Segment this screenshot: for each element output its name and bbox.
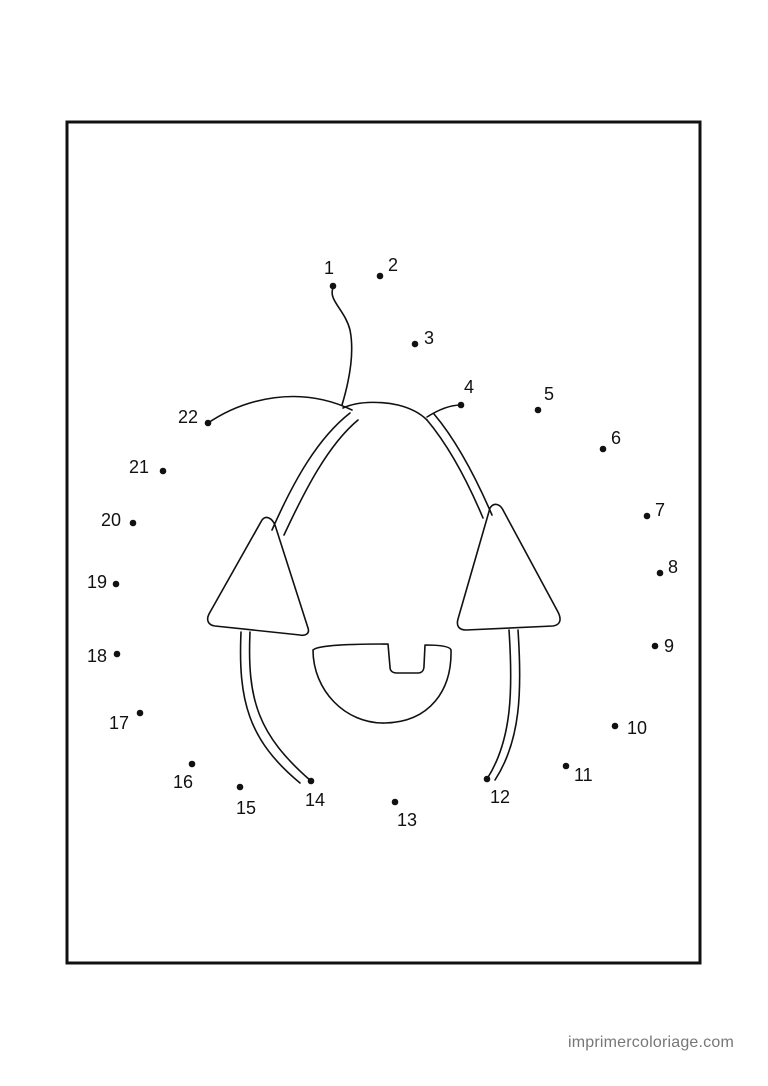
dot-label-16: 16 [173, 772, 193, 792]
antenna-right [426, 404, 462, 418]
left-leg-outer [239, 631, 301, 784]
dot-label-19: 19 [87, 572, 107, 592]
left-leg-inner [248, 631, 312, 782]
dot-11 [562, 762, 570, 770]
left-arm-outer [271, 412, 351, 531]
dot-label-6: 6 [611, 428, 621, 448]
dot-label-9: 9 [664, 636, 674, 656]
mouth [312, 643, 452, 724]
dot-15 [236, 783, 244, 791]
dot-label-21: 21 [129, 457, 149, 477]
dot-9 [651, 642, 659, 650]
dot-label-15: 15 [236, 798, 256, 818]
dot-21 [159, 467, 167, 475]
head-curve [207, 395, 353, 424]
dot-5 [534, 406, 542, 414]
dot-label-18: 18 [87, 646, 107, 666]
dot-13 [391, 798, 399, 806]
dot-18 [113, 650, 121, 658]
dot-label-1: 1 [324, 258, 334, 278]
dot-4 [457, 401, 465, 409]
dot-3 [411, 340, 419, 348]
antenna-left [331, 287, 353, 406]
dot-17 [136, 709, 144, 717]
page-frame [65, 120, 702, 965]
dot-22 [204, 419, 212, 427]
dot-1 [329, 282, 337, 290]
dot-label-20: 20 [101, 510, 121, 530]
dot-6 [599, 445, 607, 453]
watermark: imprimercoloriage.com [567, 1034, 734, 1051]
dot-7 [643, 512, 651, 520]
dot-label-11: 11 [574, 765, 593, 785]
dot-label-2: 2 [388, 255, 398, 275]
dot-label-17: 17 [109, 713, 129, 733]
dot-label-4: 4 [464, 377, 474, 397]
dot-label-5: 5 [544, 384, 554, 404]
dot-19 [112, 580, 120, 588]
right-triangle [456, 503, 561, 631]
dot-8 [656, 569, 664, 577]
dot-20 [129, 519, 137, 527]
dot-2 [376, 272, 384, 280]
dot-label-3: 3 [424, 328, 434, 348]
dot-12 [483, 775, 491, 783]
dot-10 [611, 722, 619, 730]
right-arm-outer [426, 419, 484, 519]
right-leg-inner [494, 629, 521, 781]
dot-label-10: 10 [627, 718, 647, 738]
dot-label-8: 8 [668, 557, 678, 577]
dot-16 [188, 760, 196, 768]
dot-label-14: 14 [305, 790, 325, 810]
dot-label-13: 13 [397, 810, 417, 830]
right-leg-outer [486, 629, 512, 780]
dot-label-12: 12 [490, 787, 510, 807]
left-triangle [206, 516, 310, 637]
left-arm-inner [283, 419, 359, 536]
outline-drawing [206, 287, 561, 784]
dot-label-22: 22 [178, 407, 198, 427]
right-arm-inner [433, 413, 493, 516]
top-dome [342, 401, 428, 421]
dot-14 [307, 777, 315, 785]
dot-label-7: 7 [655, 500, 665, 520]
